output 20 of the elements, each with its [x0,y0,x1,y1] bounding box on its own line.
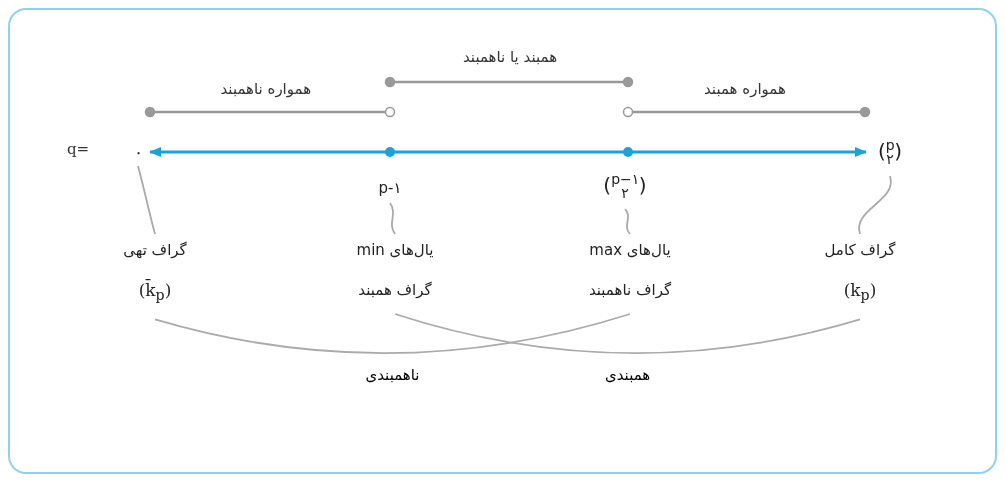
range-label: همواره همبند [704,80,786,98]
graph-symbol: (k$_{p}$) [842,279,878,306]
range-label: همبند یا ناهمبند [463,48,558,66]
bracket-arc [394,313,861,354]
tick-label: p-۱ [365,175,415,201]
description-text: یال‌های max گراف ناهمبند [560,230,700,310]
tick-label: ($^{p−۱}$$_{۲}$) [590,165,660,207]
bracket-arc [154,313,631,354]
description-text: یال‌های min گراف همبند [325,230,465,310]
graph-symbol: (k̄$_{p}$) [137,278,173,306]
description-text: گراف کامل [823,240,897,261]
number-line-arrow [149,147,867,157]
tick-label: ۰ [130,140,146,164]
leader-line [137,165,156,235]
variable-label: q= [67,140,90,158]
range-label: همواره ناهمبند [220,80,312,98]
description-text: گراف تهی [122,240,188,261]
leader-line [858,175,892,235]
leader-line [624,208,631,235]
leader-line [389,202,396,235]
